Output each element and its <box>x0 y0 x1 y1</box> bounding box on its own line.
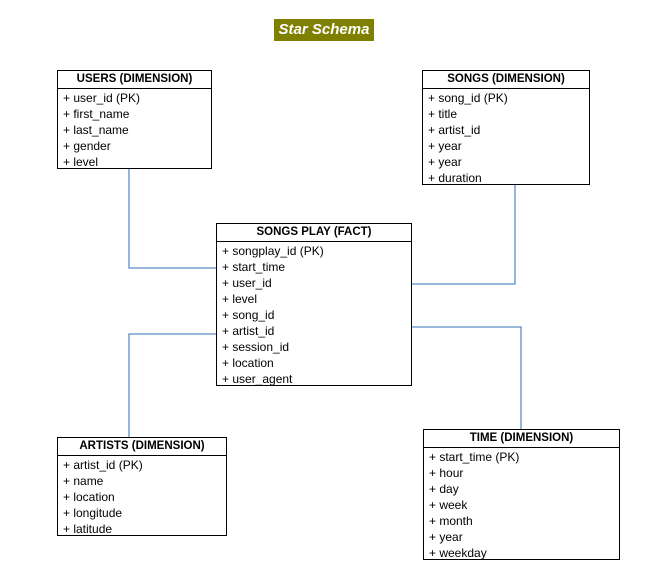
link-songs-songplay <box>411 185 516 285</box>
field: + gender <box>63 139 111 153</box>
time-dimension-table: TIME (DIMENSION) + start_time (PK) + hou… <box>423 429 620 560</box>
users-table-header: USERS (DIMENSION) <box>58 71 211 89</box>
field: + user_id <box>222 276 272 290</box>
field: + location <box>63 490 115 504</box>
field: + user_id (PK) <box>63 91 141 105</box>
field: + weekday <box>429 546 487 560</box>
field: + song_id (PK) <box>428 91 508 105</box>
field: + songplay_id (PK) <box>222 244 324 258</box>
field: + artist_id (PK) <box>63 458 143 472</box>
field: + start_time <box>222 260 286 274</box>
field: + name <box>63 474 104 488</box>
link-users-songplay <box>128 169 216 269</box>
diagram-title: Star Schema <box>274 19 374 41</box>
field: + song_id <box>222 308 275 322</box>
songplay-fact-table: SONGS PLAY (FACT) + songplay_id (PK) + s… <box>216 223 412 386</box>
artists-dimension-table: ARTISTS (DIMENSION) + artist_id (PK) + n… <box>57 437 227 536</box>
field: + last_name <box>63 123 129 137</box>
field: + hour <box>429 466 464 480</box>
field: + artist_id <box>428 123 481 137</box>
field: + first_name <box>63 107 130 121</box>
field: + artist_id <box>222 324 275 338</box>
field: + year <box>428 155 462 169</box>
songs-table-header: SONGS (DIMENSION) <box>423 71 589 89</box>
field: + duration <box>428 171 482 185</box>
field: + title <box>428 107 458 121</box>
time-table-header: TIME (DIMENSION) <box>424 430 619 448</box>
field: + session_id <box>222 340 290 354</box>
songplay-table-header: SONGS PLAY (FACT) <box>217 224 411 242</box>
field: + year <box>428 139 462 153</box>
field: + year <box>429 530 463 544</box>
field: + latitude <box>63 522 113 536</box>
field: + start_time (PK) <box>429 450 520 464</box>
link-artists-songplay <box>128 333 216 437</box>
field: + day <box>429 482 459 496</box>
field: + month <box>429 514 473 528</box>
field: + level <box>222 292 258 306</box>
field: + user_agent <box>222 372 293 386</box>
field: + level <box>63 155 99 169</box>
field: + longitude <box>63 506 123 520</box>
link-time-songplay <box>411 326 522 429</box>
users-dimension-table: USERS (DIMENSION) + user_id (PK) + first… <box>57 70 212 169</box>
field: + week <box>429 498 468 512</box>
songs-dimension-table: SONGS (DIMENSION) + song_id (PK) + title… <box>422 70 590 185</box>
field: + location <box>222 356 274 370</box>
artists-table-header: ARTISTS (DIMENSION) <box>58 438 226 456</box>
